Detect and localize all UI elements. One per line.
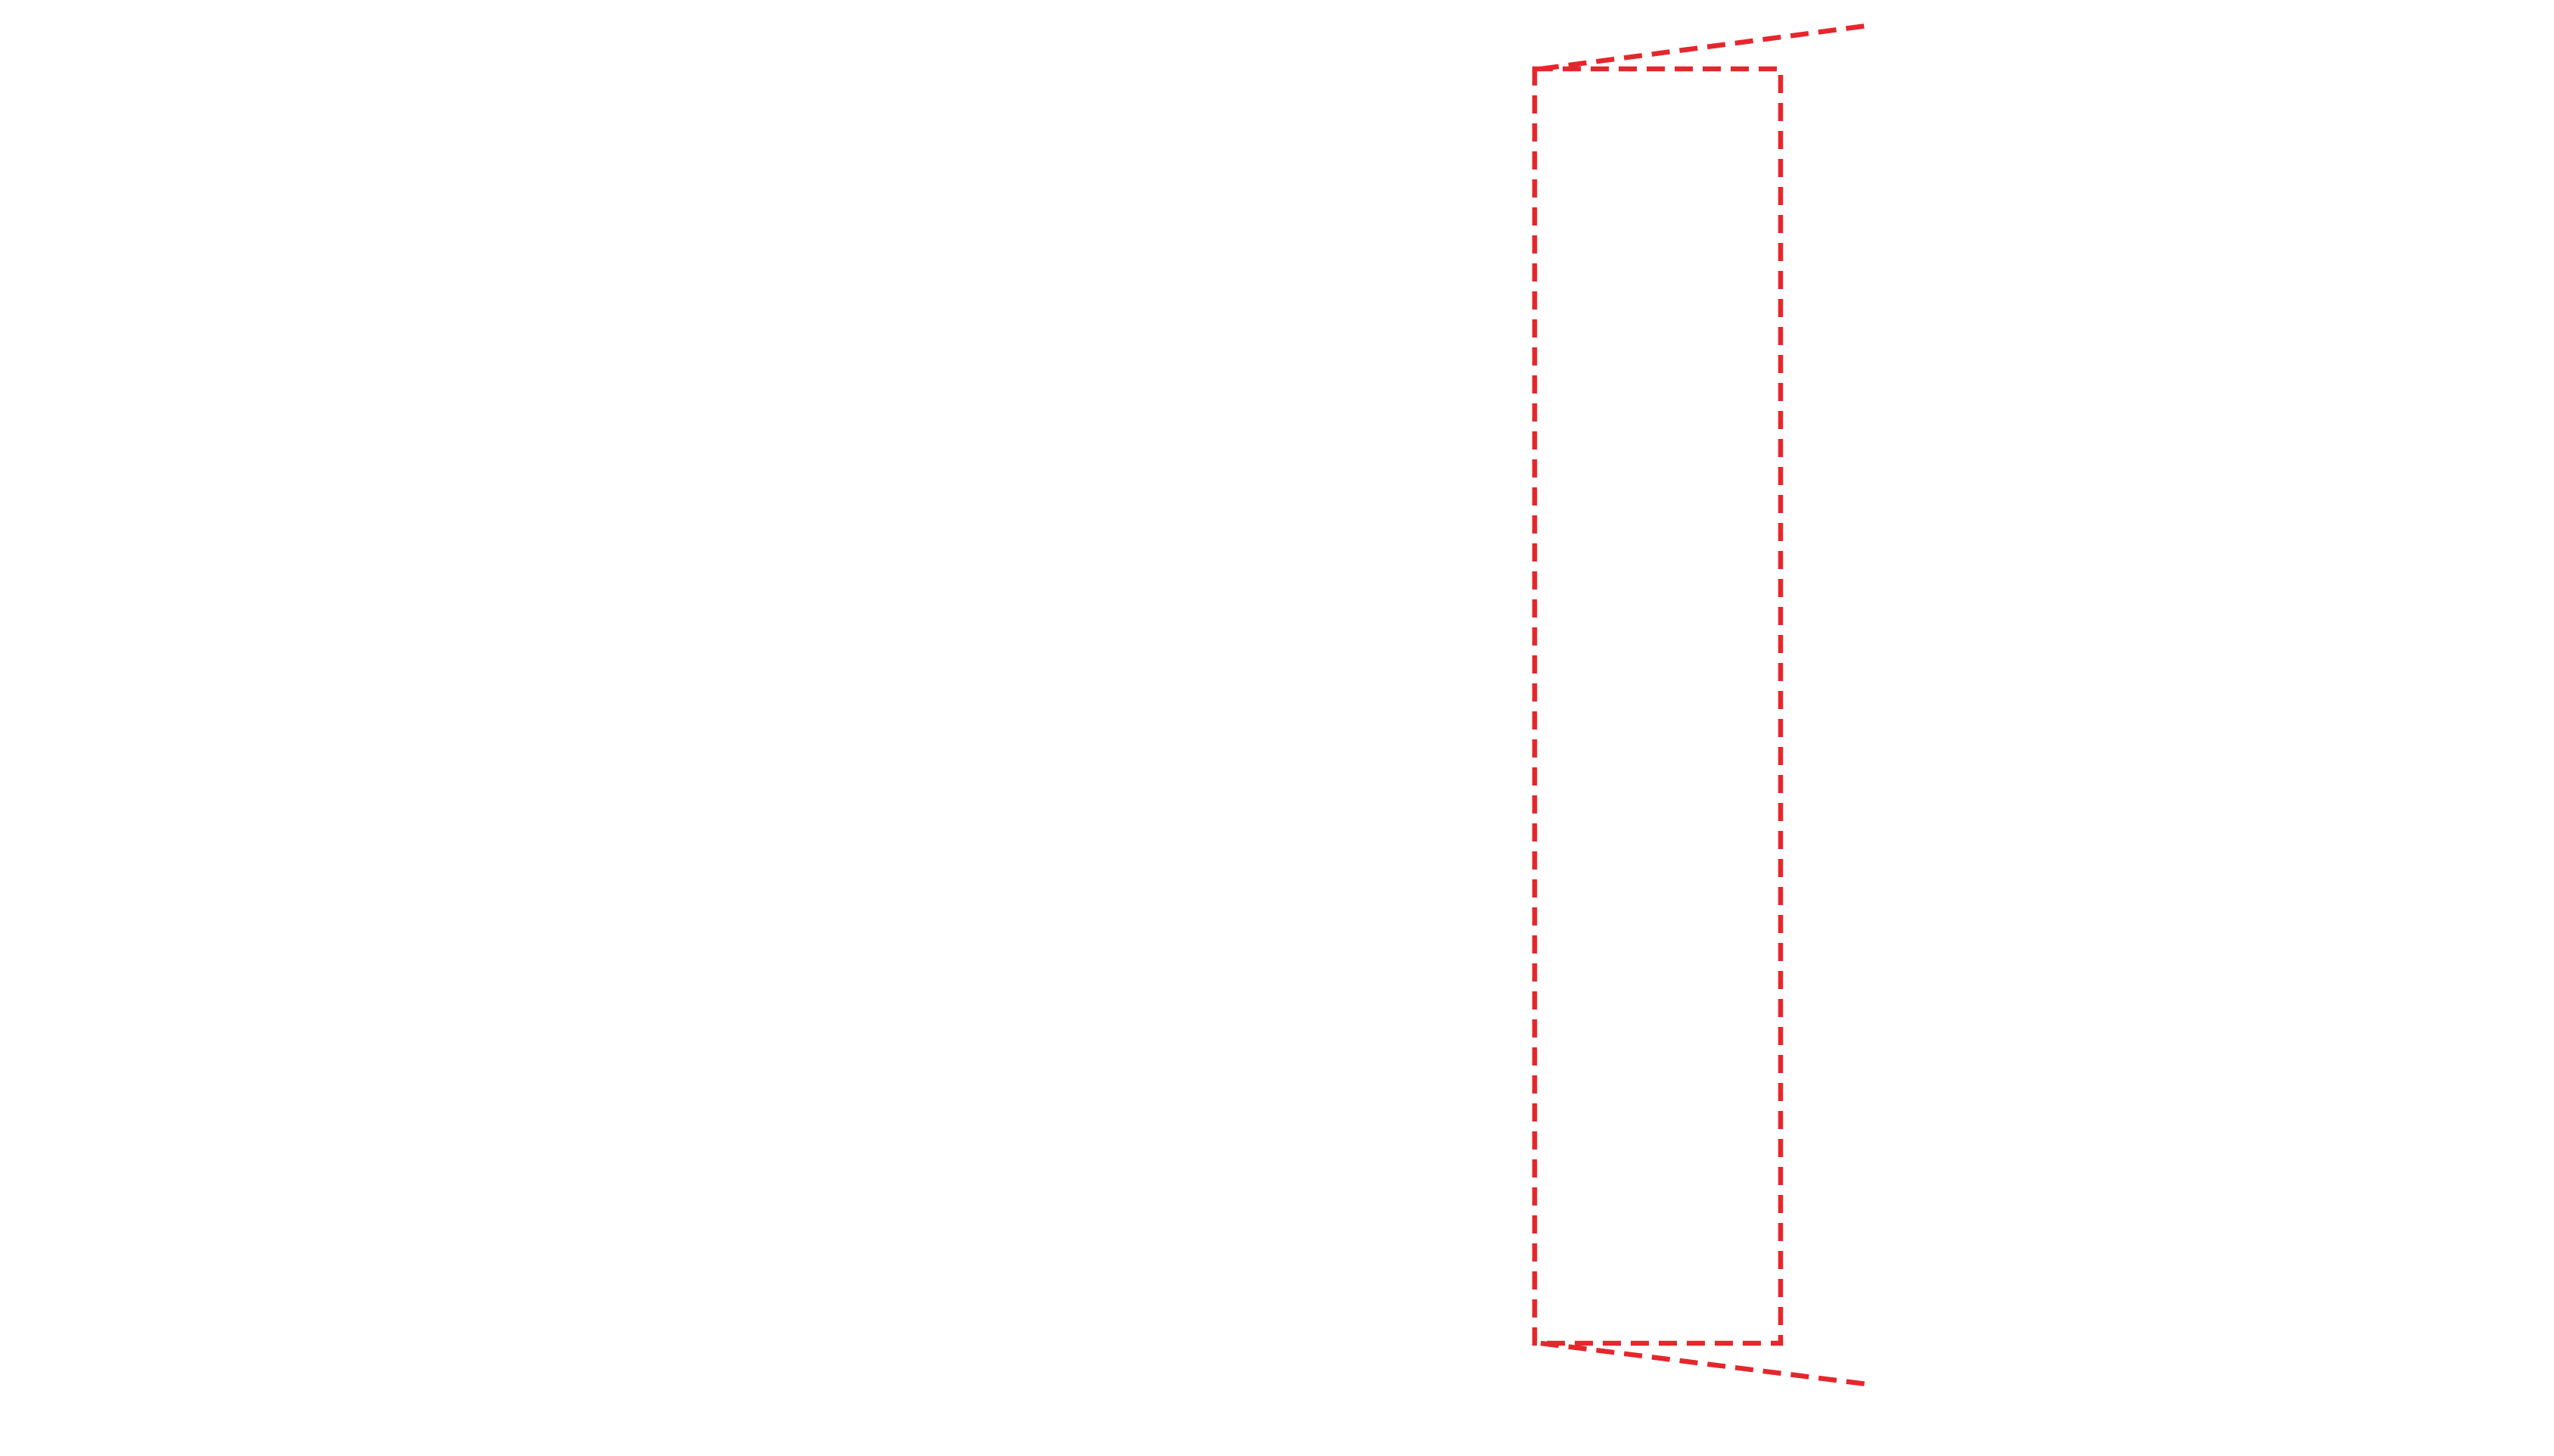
dashed-highlight-rectangle (1532, 66, 1784, 1346)
